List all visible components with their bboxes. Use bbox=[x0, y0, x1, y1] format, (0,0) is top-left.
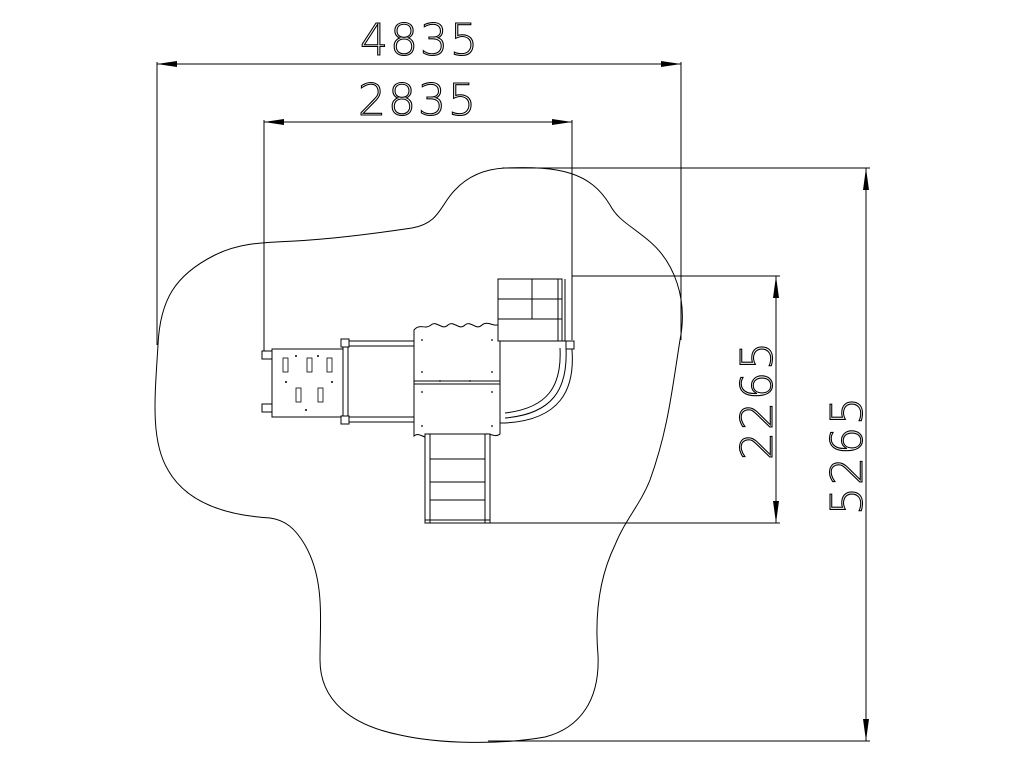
dimension-equipment-width: 2835 bbox=[263, 74, 573, 352]
dimension-label-overall-depth: 5265 bbox=[822, 395, 873, 515]
safety-zone-outline bbox=[154, 167, 683, 743]
dimension-label-equipment-depth: 2265 bbox=[732, 340, 783, 460]
platform-upper bbox=[413, 322, 501, 382]
playground-equipment bbox=[261, 278, 575, 524]
dimension-overall-depth: 5265 bbox=[488, 167, 874, 742]
climbing-wall bbox=[261, 348, 344, 418]
dimension-overall-width: 4835 bbox=[156, 14, 682, 345]
dimension-label-overall-width: 4835 bbox=[360, 15, 480, 66]
platform-lower bbox=[413, 380, 501, 438]
curved-slide bbox=[499, 340, 575, 424]
dimension-label-equipment-width: 2835 bbox=[358, 75, 478, 126]
tower-roof bbox=[497, 278, 566, 342]
stairs bbox=[424, 433, 491, 524]
bridge-walkway bbox=[340, 338, 417, 425]
dimension-equipment-depth: 2265 bbox=[488, 275, 784, 524]
